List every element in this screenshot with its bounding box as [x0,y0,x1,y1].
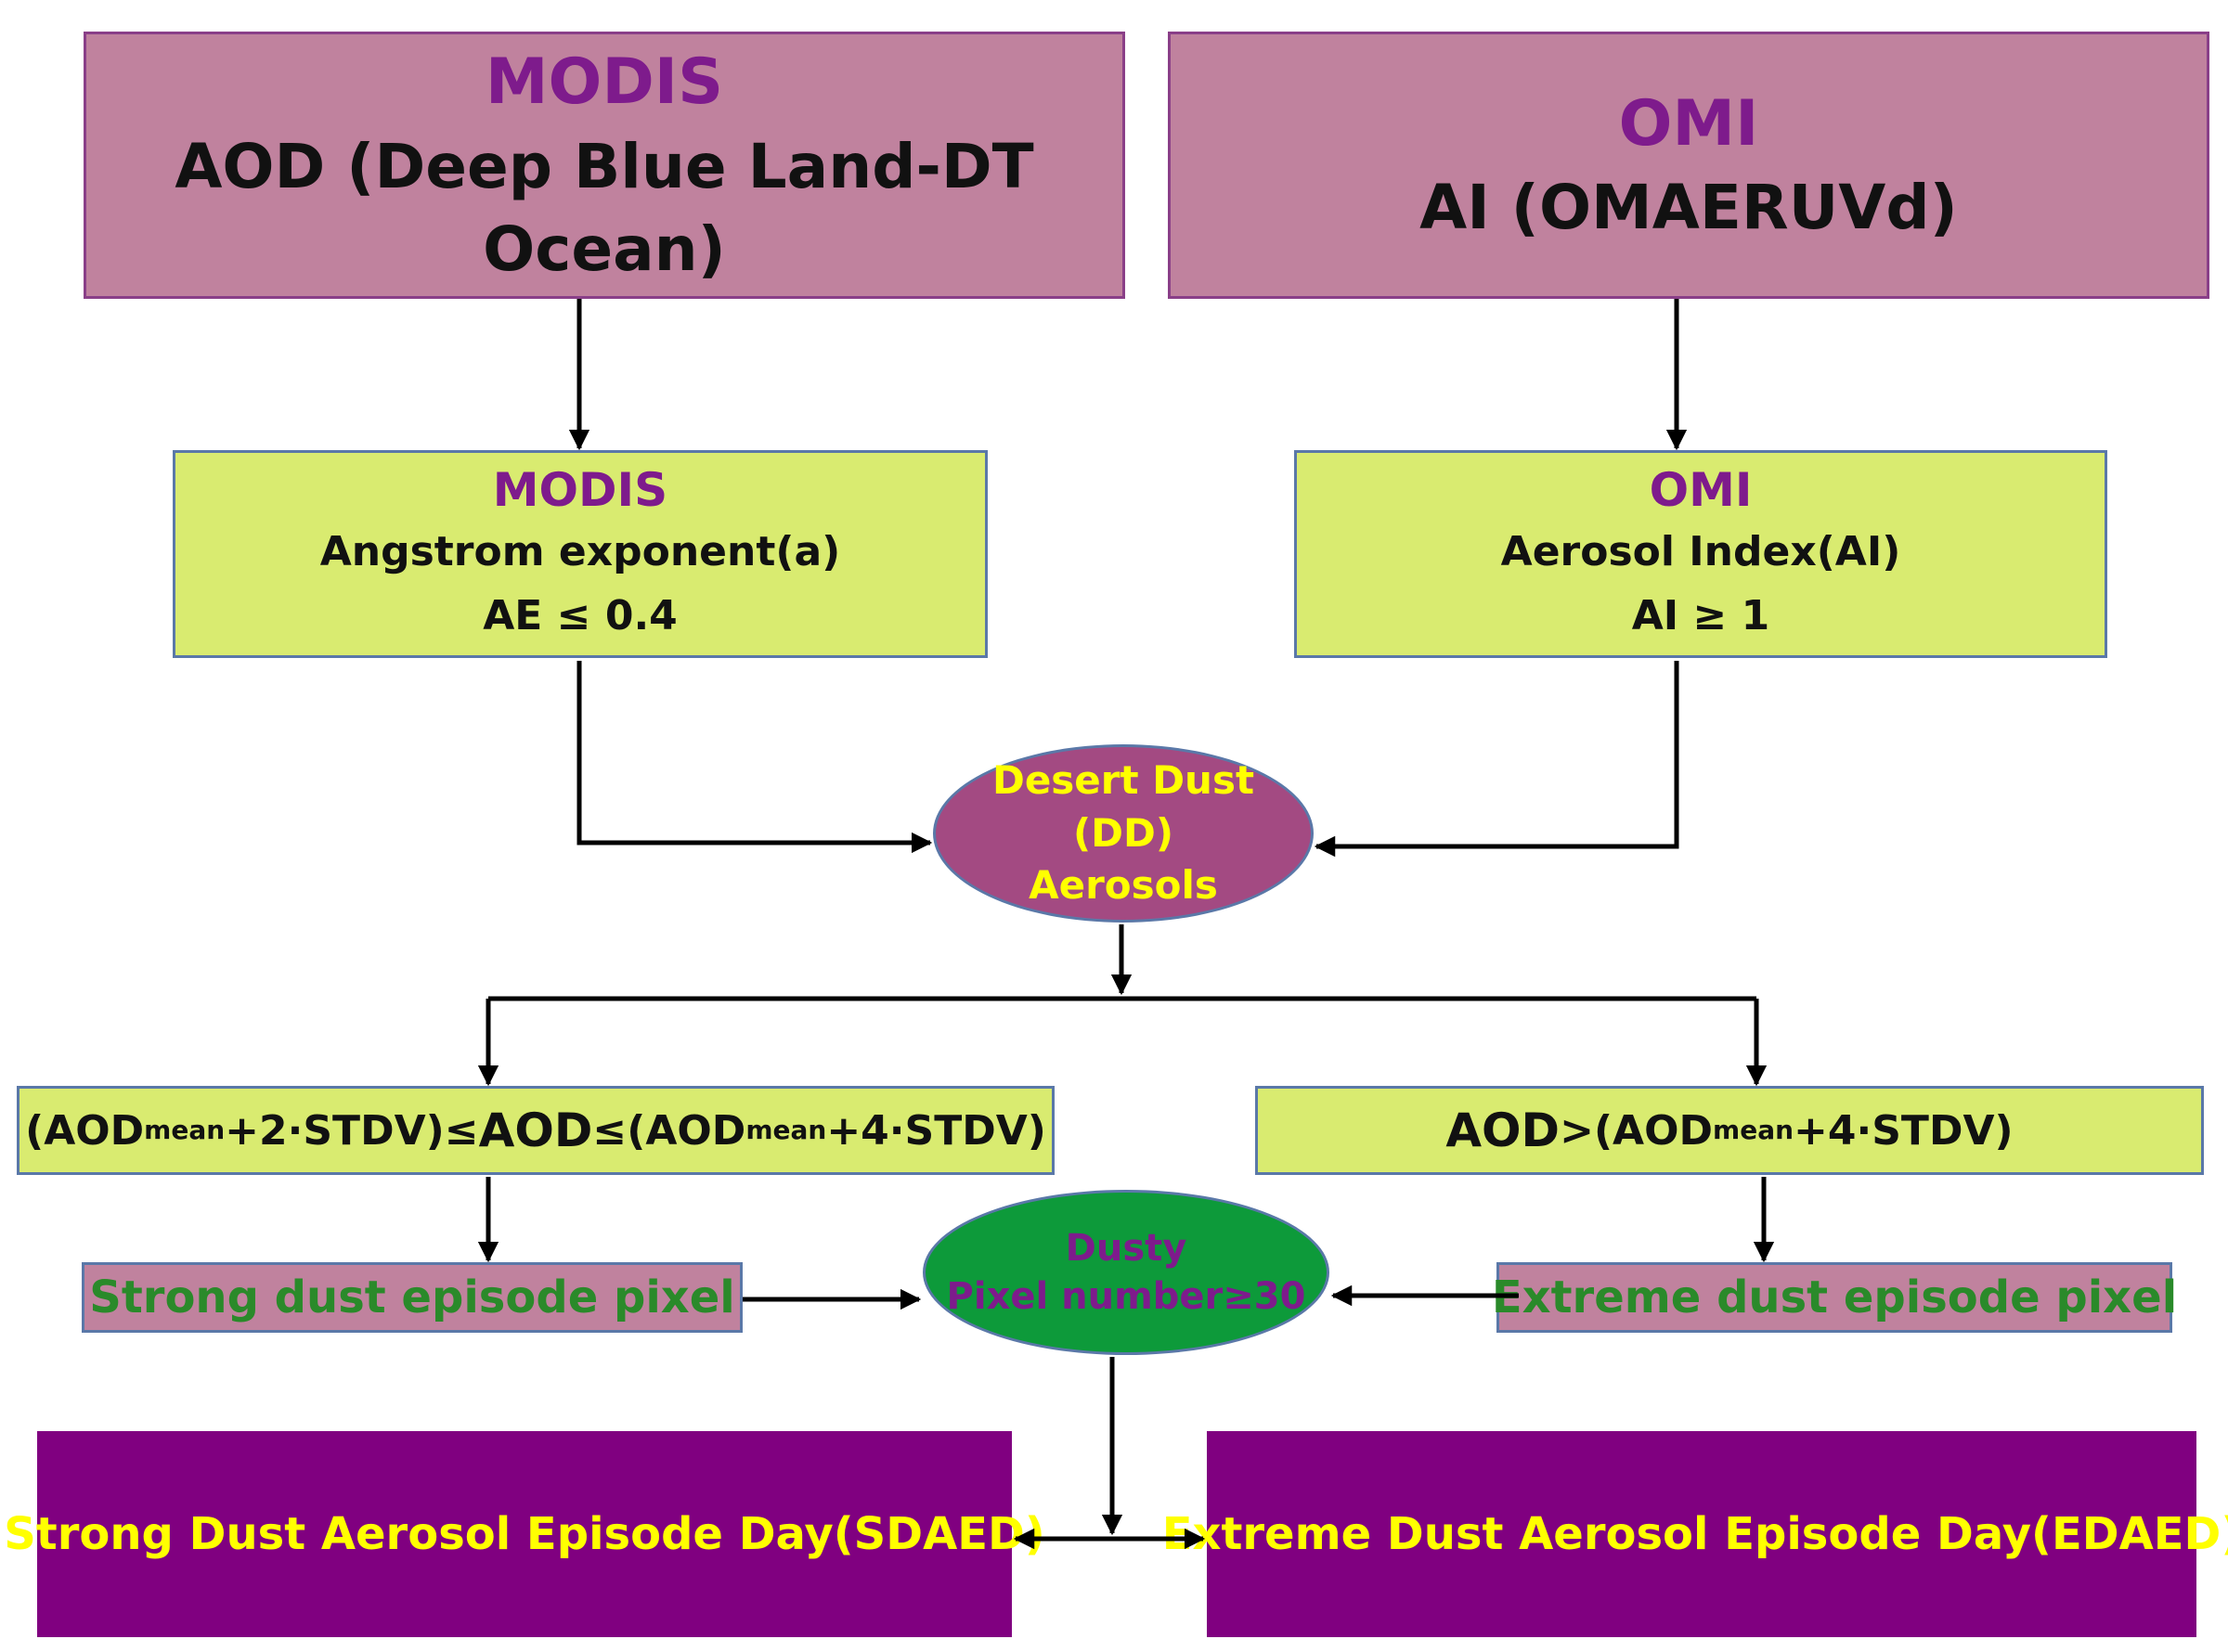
extreme-threshold-part: +4·STDV) [1794,1106,2014,1155]
extreme-day-box: Extreme Dust Aerosol Episode Day(EDAED) [1162,1431,2228,1637]
dusty-ellipse: Dusty Pixel number≥30 [923,1190,1329,1355]
arrow-aerosol-index-to-desert-dust [1314,661,1679,858]
desert-dust-ellipse: Desert Dust (DD) Aerosols [933,744,1314,923]
strong-pixel-box: Strong dust episode pixel [82,1262,743,1333]
aerosol-index-label: Aerosol Index(AI) [1500,528,1901,576]
extreme-pixel-box: Extreme dust episode pixel [1492,1262,2177,1333]
modis-aod-source-box: MODIS AOD (Deep Blue Land-DT Ocean) [84,32,1125,299]
extreme-day-label: Extreme Dust Aerosol Episode Day(EDAED) [1161,1508,2228,1560]
dusty-line2: Pixel number≥30 [946,1275,1306,1318]
modis-source-subtitle: AOD (Deep Blue Land-DT Ocean) [175,130,1034,285]
extreme-threshold-aod: AOD [1445,1103,1561,1157]
strong-threshold-part: +2·STDV)≤ [225,1106,479,1155]
extreme-threshold-part: >(AOD [1560,1106,1714,1155]
ai-threshold: AI ≥ 1 [1631,591,1770,639]
dusty-line1: Dusty [1065,1227,1187,1270]
omi-criterion-title: OMI [1649,463,1753,518]
desert-dust-line1: Desert Dust (DD) [991,756,1255,856]
angstrom-exponent-label: Angstrom exponent(a) [319,528,841,576]
strong-threshold-part: +4·STDV) [826,1106,1046,1155]
arrow-angstrom-to-desert-dust [576,661,933,854]
strong-threshold-aod: AOD [478,1103,593,1157]
modis-angstrom-box: MODIS Angstrom exponent(a) AE ≤ 0.4 [173,450,988,658]
strong-pixel-label: Strong dust episode pixel [89,1271,735,1323]
desert-dust-line2: Aerosols [1029,862,1218,909]
strong-threshold-part: (AOD [25,1106,145,1155]
modis-criterion-title: MODIS [492,463,668,518]
omi-source-subtitle: AI (OMAERUVd) [1419,172,1958,244]
omi-aerosol-index-box: OMI Aerosol Index(AI) AI ≥ 1 [1294,450,2107,658]
ae-threshold: AE ≤ 0.4 [483,591,678,639]
extreme-pixel-label: Extreme dust episode pixel [1491,1271,2178,1323]
strong-day-label: Strong Dust Aerosol Episode Day(SDAED) [4,1508,1045,1560]
omi-ai-source-box: OMI AI (OMAERUVd) [1168,32,2209,299]
omi-source-title: OMI [1618,86,1759,161]
modis-source-title: MODIS [485,45,724,119]
strong-day-box: Strong Dust Aerosol Episode Day(SDAED) [4,1431,1045,1637]
strong-threshold-part: ≤(AOD [592,1106,746,1155]
